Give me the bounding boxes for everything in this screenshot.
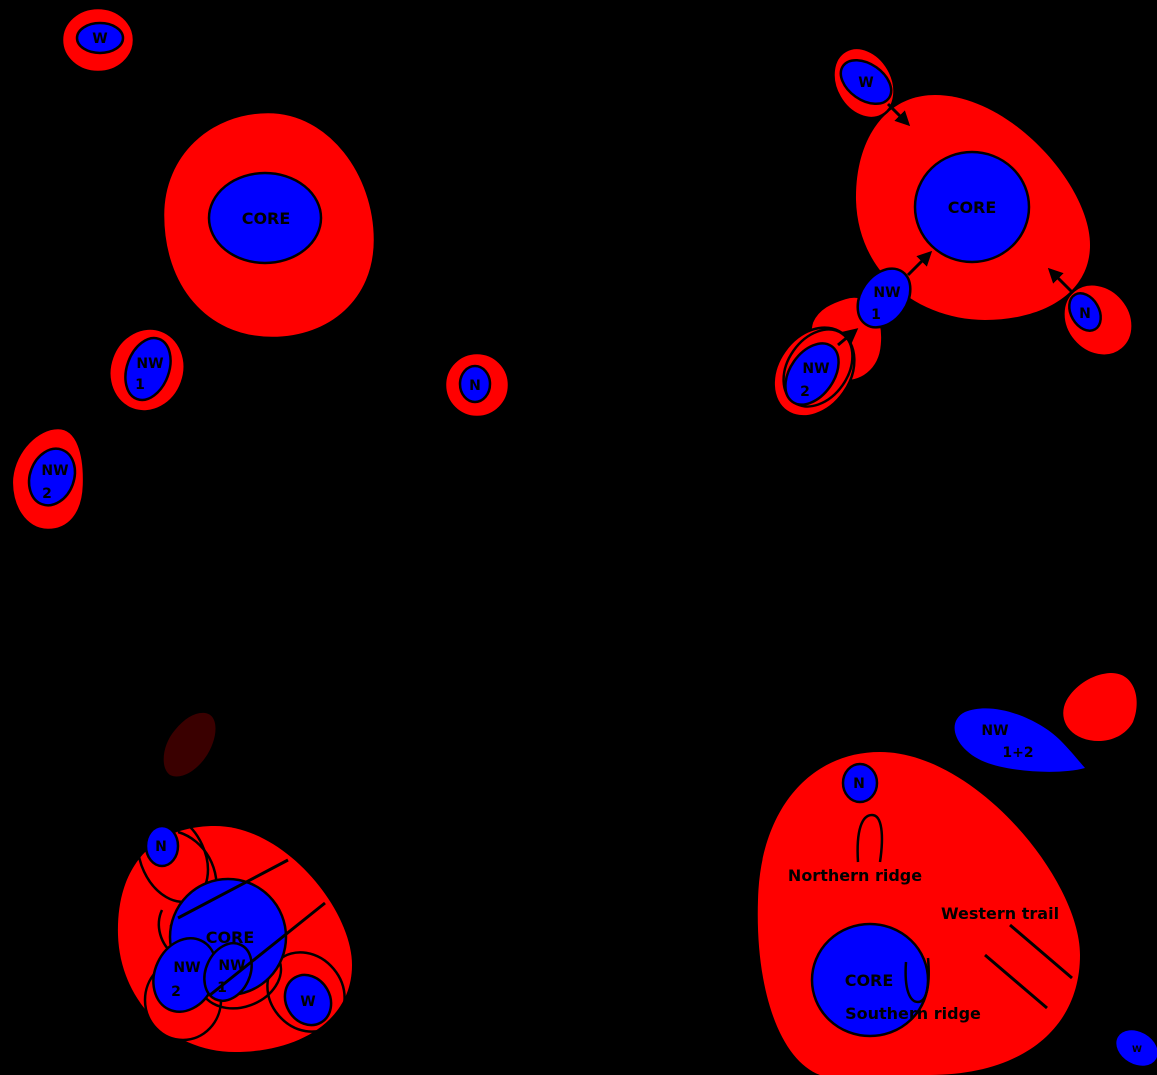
panel-bottom-right: NW 1+2 N Northern ridge Western trail CO… (757, 672, 1157, 1075)
br-western-trail-line-2 (984, 953, 1048, 1010)
tr-core-cluster: CORE (855, 95, 1090, 320)
tl-nw2-label-1: NW (41, 463, 68, 479)
tl-core-label: CORE (242, 209, 291, 228)
tl-nw2-label-2: 2 (42, 486, 52, 502)
br-w (1116, 1030, 1157, 1066)
br-n (841, 762, 879, 804)
tr-core-label: CORE (948, 198, 997, 217)
tl-nw2-fragment: NW 2 (10, 426, 86, 532)
tl-n-label: N (469, 378, 481, 394)
bl-nw1-label-2: 1 (217, 980, 227, 996)
tr-n-fragment: N (1047, 267, 1134, 357)
br-w-label: W (1132, 1045, 1142, 1055)
br-detached-crust (1063, 672, 1137, 742)
tl-nw1-fragment: NW 1 (108, 327, 186, 413)
bl-nw1-label-1: NW (218, 958, 245, 974)
bl-dark-blob (163, 712, 216, 777)
br-nw-stream (954, 708, 1085, 772)
tr-w-label: W (858, 75, 873, 91)
tl-nw1-label-2: 1 (135, 377, 145, 393)
bl-nw1 (203, 942, 253, 1002)
br-nw-label-1: NW (981, 723, 1008, 739)
tr-nw2-label-2: 2 (800, 384, 810, 400)
tr-nw1-label-2: 1 (871, 307, 881, 323)
tr-n-arrow (1047, 267, 1075, 295)
bl-nw2-label-2: 2 (171, 984, 181, 1000)
br-northern-ridge-mark (856, 813, 884, 863)
tl-n-fragment: N (443, 351, 511, 419)
br-southern-ridge-mark (904, 957, 930, 1004)
panel-bottom-left: CORE N NW 2 NW 1 W (117, 712, 352, 1052)
bl-w-label: W (300, 994, 315, 1010)
tl-core-cluster: CORE (161, 110, 377, 340)
bl-nw2-label-1: NW (173, 960, 200, 976)
br-western-trail-line-1 (1009, 923, 1073, 980)
bl-core-label: CORE (206, 928, 255, 947)
tr-nw1-label-1: NW (873, 285, 900, 301)
panel-top-left: W CORE NW 1 NW 2 N (10, 6, 511, 532)
br-northern-ridge-label: Northern ridge (788, 866, 922, 885)
br-nw-label-2: 1+2 (1002, 745, 1033, 761)
tr-w-arrow (886, 102, 911, 127)
tl-nw1-label-1: NW (136, 356, 163, 372)
bl-n (144, 824, 180, 868)
tr-nw1-fragment: NW 1 (856, 250, 933, 329)
bl-n-label: N (155, 839, 167, 855)
bl-w (283, 973, 333, 1027)
br-southern-ridge-label: Southern ridge (845, 1004, 981, 1023)
tr-nw2-label-1: NW (802, 361, 829, 377)
tr-nw1-arrow (906, 250, 933, 277)
tl-w-label: W (92, 31, 107, 47)
tr-n-label: N (1079, 306, 1091, 322)
br-n-label: N (853, 776, 865, 792)
tl-w-fragment: W (60, 6, 136, 74)
br-core-label: CORE (845, 971, 894, 990)
br-western-trail-label: Western trail (941, 904, 1059, 923)
panel-top-right: CORE W N NW 2 NW 1 (772, 46, 1134, 418)
tr-nw2-arrow (837, 328, 859, 347)
tr-w-fragment: W (832, 46, 911, 127)
